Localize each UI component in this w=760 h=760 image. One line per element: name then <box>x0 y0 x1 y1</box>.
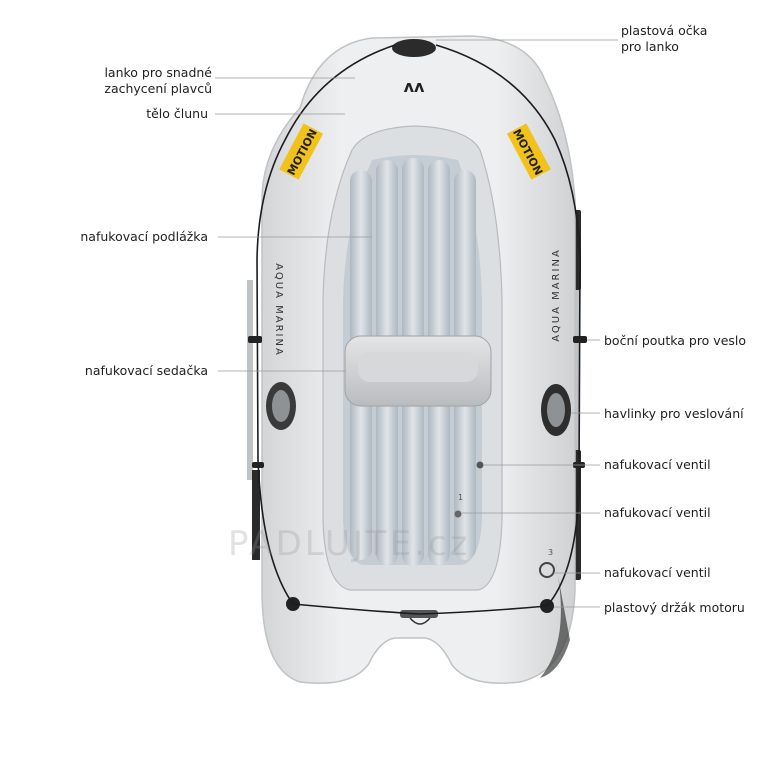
label-valve-2: nafukovací ventil <box>604 505 711 520</box>
svg-text:3: 3 <box>548 548 553 557</box>
brand-text-left: AQUA MARINA <box>273 263 284 357</box>
label-inflatable-floor: nafukovací podlážka <box>80 229 208 244</box>
oarlock-right <box>541 384 571 436</box>
label-inflatable-seat: nafukovací sedačka <box>84 363 208 378</box>
bow-rope-eyelet <box>392 39 436 57</box>
valve-3-icon <box>539 562 555 578</box>
svg-text:AQUA MARINA: AQUA MARINA <box>273 263 284 357</box>
watermark: PADLUJTE.cz <box>228 524 471 564</box>
label-oarlocks: havlinky pro veslování <box>604 406 744 421</box>
brand-text-right: AQUA MARINA <box>551 248 562 342</box>
label-hull: tělo člunu <box>146 106 208 121</box>
perimeter-rope <box>256 44 581 615</box>
label-motor-mount: plastový držák motoru <box>604 600 745 615</box>
svg-text:1: 1 <box>458 493 463 502</box>
label-valve-3: nafukovací ventil <box>604 565 711 580</box>
label-rescue-rope: lanko pro snadné zachycení plavců <box>104 65 212 96</box>
left-oar <box>247 280 260 560</box>
valve-1-icon <box>476 461 484 469</box>
paddle-loop-right <box>573 336 587 343</box>
bow-logo: ʌʌ <box>404 77 425 96</box>
oarlock-left <box>266 382 296 430</box>
paddle-loop-left <box>248 336 262 343</box>
leader-lines <box>215 39 618 608</box>
label-plastic-rope-eyelets: plastová očka pro lanko <box>621 23 708 54</box>
inflatable-seat <box>344 335 492 407</box>
valve-2-icon <box>454 510 462 518</box>
svg-text:AQUA MARINA: AQUA MARINA <box>551 248 562 342</box>
label-side-paddle-loops: boční poutka pro veslo <box>604 333 747 348</box>
label-valve-1: nafukovací ventil <box>604 457 711 472</box>
